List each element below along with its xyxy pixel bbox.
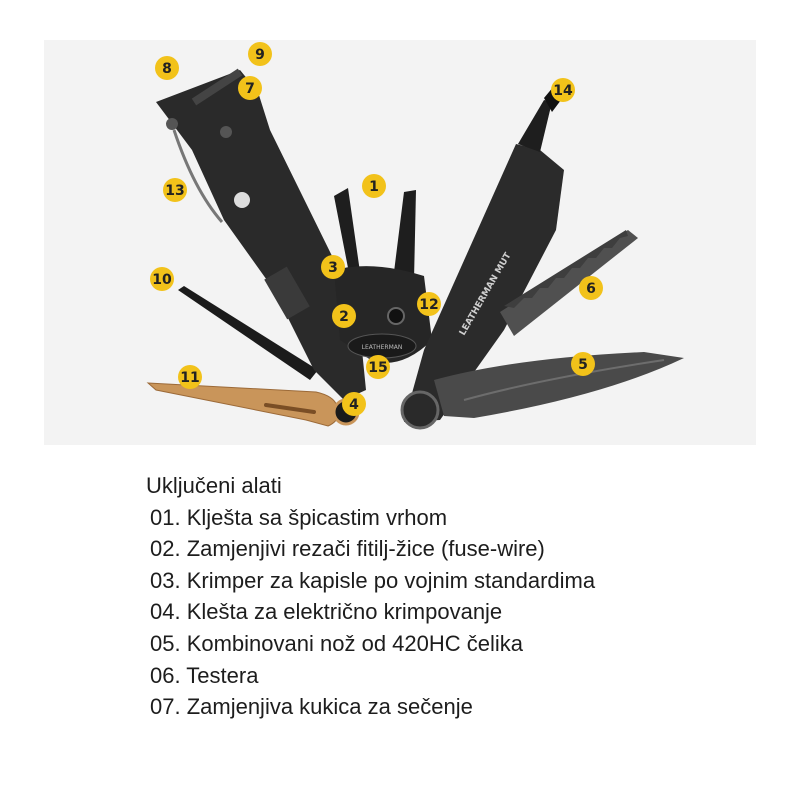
callout-marker-15: 15 xyxy=(366,355,390,379)
svg-text:14: 14 xyxy=(553,83,573,99)
callout-marker-9: 9 xyxy=(248,42,272,66)
svg-text:12: 12 xyxy=(419,297,438,313)
callout-marker-7: 7 xyxy=(238,76,262,100)
right-handle xyxy=(404,144,564,422)
svg-text:7: 7 xyxy=(245,81,255,97)
saw-blade xyxy=(500,230,638,336)
knife-blade xyxy=(434,352,684,418)
callout-marker-11: 11 xyxy=(178,365,202,389)
brass-tool xyxy=(146,382,339,427)
svg-text:10: 10 xyxy=(152,272,172,288)
callout-marker-8: 8 xyxy=(155,56,179,80)
svg-text:13: 13 xyxy=(165,183,184,199)
svg-text:5: 5 xyxy=(578,357,588,373)
product-photo: LEATHERMAN LEATHERMAN MUT 1 2 3 4 5 6 7 … xyxy=(44,40,756,445)
svg-text:4: 4 xyxy=(349,397,359,413)
tool-list-item: 06. Testera xyxy=(150,662,259,688)
callout-marker-10: 10 xyxy=(150,267,174,291)
svg-text:3: 3 xyxy=(328,260,338,276)
multitool-illustration: LEATHERMAN LEATHERMAN MUT 1 2 3 4 5 6 7 … xyxy=(146,42,684,430)
callout-marker-12: 12 xyxy=(417,292,441,316)
tool-list-item: 01. Klješta sa špicastim vrhom xyxy=(150,504,448,530)
callout-marker-14: 14 xyxy=(551,78,575,102)
tool-list-heading: Uključeni alati xyxy=(146,473,282,498)
callout-marker-3: 3 xyxy=(321,255,345,279)
tool-list-item: 02. Zamjenjivi rezači fitilj-žice (fuse-… xyxy=(150,536,545,562)
tool-list-item: 07. Zamjenjiva kukica za sečenje xyxy=(150,694,473,720)
tool-list: Uključeni alati 01. Klješta sa špicastim… xyxy=(146,470,595,723)
svg-text:11: 11 xyxy=(180,370,199,386)
callout-marker-5: 5 xyxy=(571,352,595,376)
callout-marker-1: 1 xyxy=(362,174,386,198)
svg-text:1: 1 xyxy=(369,179,379,195)
svg-text:6: 6 xyxy=(586,281,596,297)
tool-list-item: 05. Kombinovani nož od 420HC čelika xyxy=(150,630,524,656)
left-handle xyxy=(156,70,366,400)
tool-list-item: 04. Klešta za električno krimpovanje xyxy=(150,599,503,625)
tool-list-item: 03. Krimper za kapisle po vojnim standar… xyxy=(150,567,596,593)
callout-marker-2: 2 xyxy=(332,304,356,328)
callout-marker-6: 6 xyxy=(579,276,603,300)
punch-tool xyxy=(178,286,318,380)
svg-text:9: 9 xyxy=(255,47,265,63)
callout-marker-13: 13 xyxy=(163,178,187,202)
svg-text:15: 15 xyxy=(368,360,387,376)
svg-text:2: 2 xyxy=(339,309,349,325)
svg-text:8: 8 xyxy=(162,61,172,77)
callout-marker-4: 4 xyxy=(342,392,366,416)
pivot-engraving: LEATHERMAN xyxy=(362,344,403,351)
